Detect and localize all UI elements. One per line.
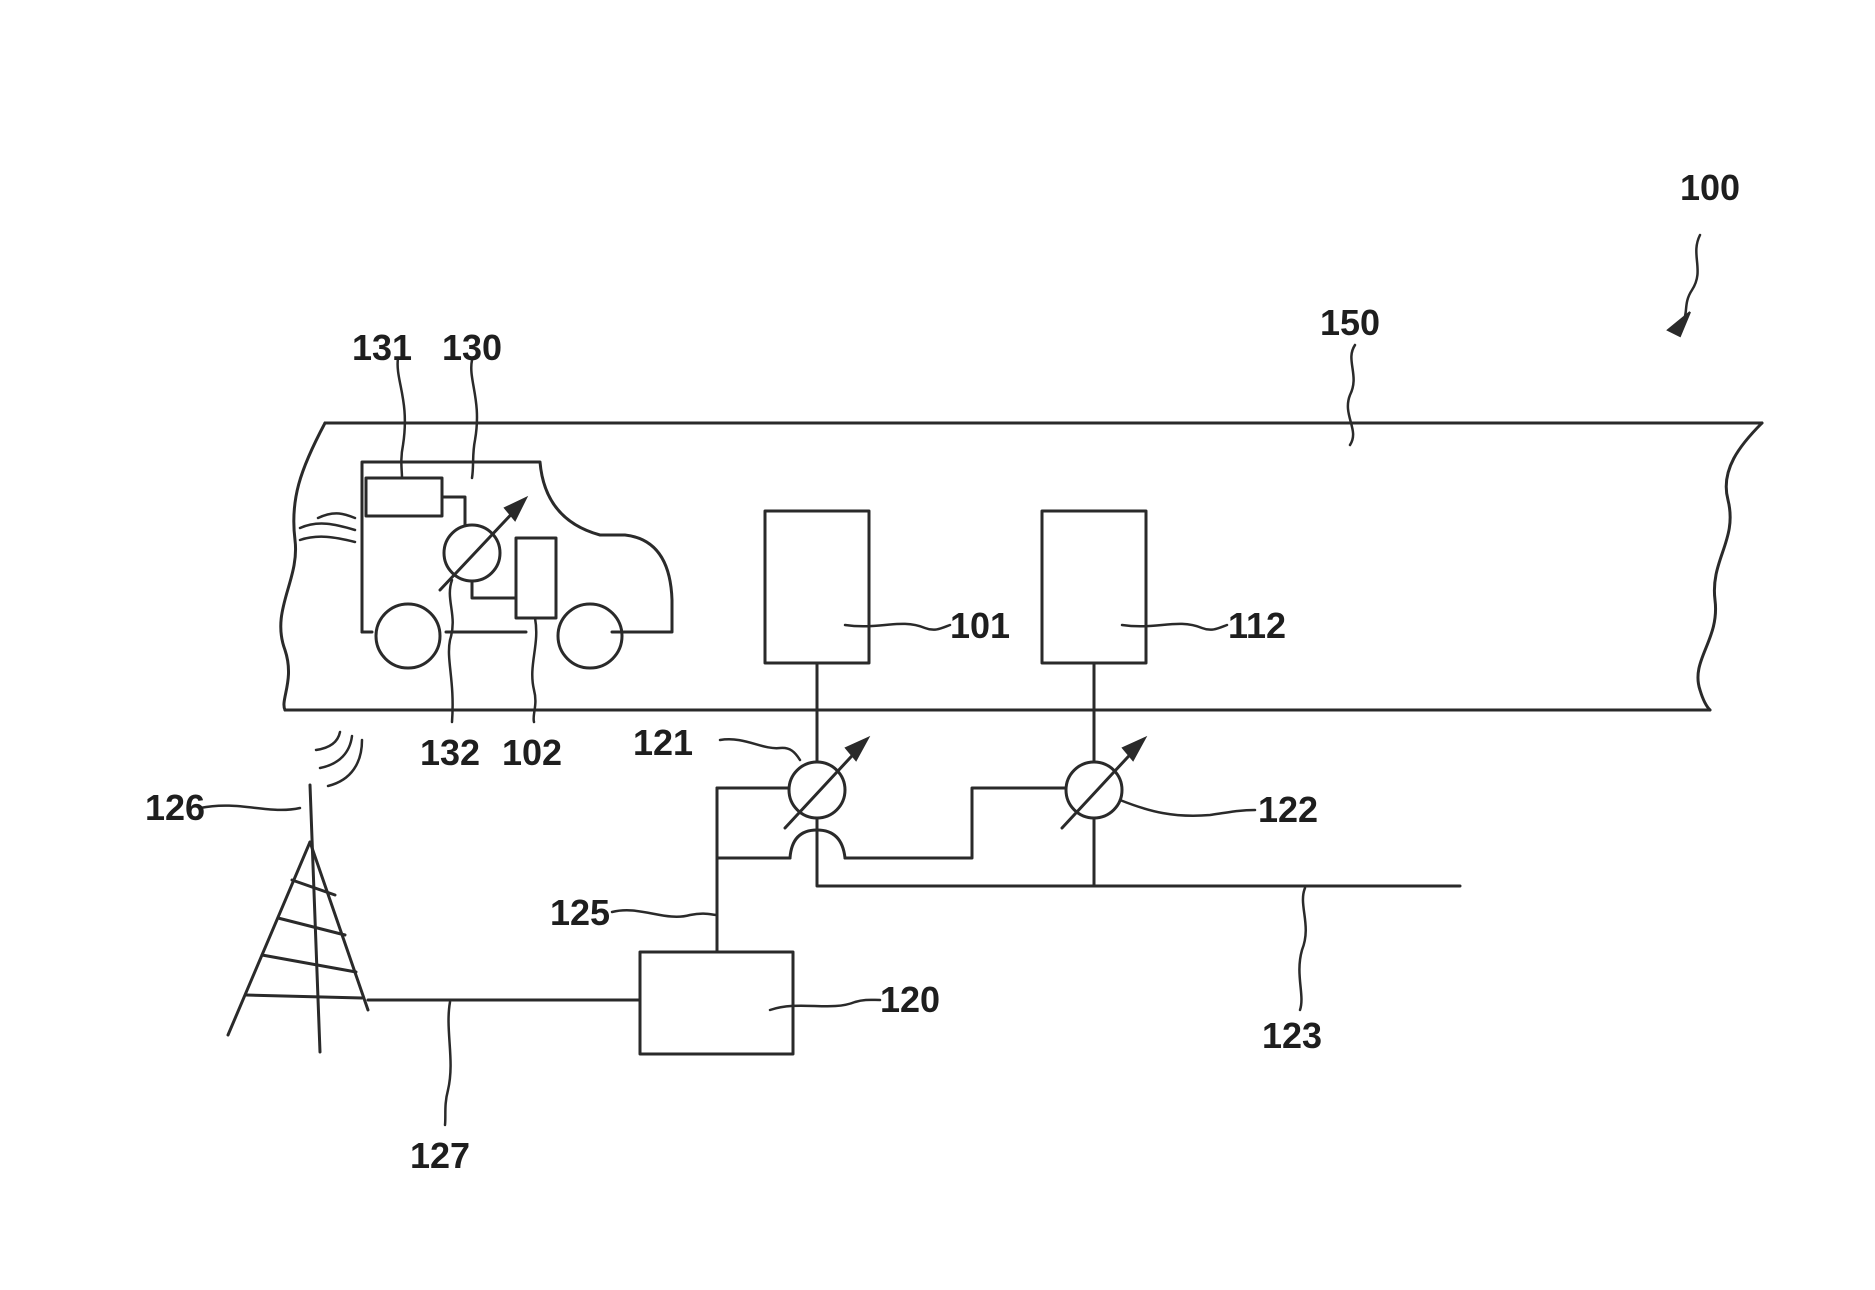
label-125: 125 bbox=[550, 892, 610, 933]
label-150: 150 bbox=[1320, 302, 1380, 343]
network-wiring bbox=[612, 788, 1460, 1010]
comm-unit-122 bbox=[1062, 738, 1255, 828]
vehicle bbox=[300, 358, 672, 722]
label-112: 112 bbox=[1228, 605, 1286, 646]
infra-sensor-101 bbox=[765, 511, 950, 762]
road-strip bbox=[281, 345, 1762, 710]
label-102: 102 bbox=[502, 732, 562, 773]
vehicle-unit-131 bbox=[366, 478, 442, 516]
label-131: 131 bbox=[352, 327, 412, 368]
infra-sensor-112 bbox=[1042, 511, 1227, 762]
label-132: 132 bbox=[420, 732, 480, 773]
label-101: 101 bbox=[950, 605, 1010, 646]
label-123: 123 bbox=[1262, 1015, 1322, 1056]
server-120 bbox=[640, 952, 880, 1054]
label-127: 127 bbox=[410, 1135, 470, 1176]
label-126: 126 bbox=[145, 787, 205, 828]
system-arrow bbox=[1668, 235, 1700, 336]
label-100: 100 bbox=[1680, 167, 1740, 208]
link-127 bbox=[368, 1000, 640, 1125]
antenna-tower bbox=[200, 732, 368, 1052]
reference-numerals: 100 150 131 130 132 102 101 112 121 122 … bbox=[145, 167, 1740, 1176]
vehicle-sensor-102 bbox=[516, 538, 556, 618]
label-121: 121 bbox=[633, 722, 693, 763]
comm-unit-121 bbox=[720, 738, 868, 828]
label-130: 130 bbox=[442, 327, 502, 368]
label-122: 122 bbox=[1258, 789, 1318, 830]
label-120: 120 bbox=[880, 979, 940, 1020]
